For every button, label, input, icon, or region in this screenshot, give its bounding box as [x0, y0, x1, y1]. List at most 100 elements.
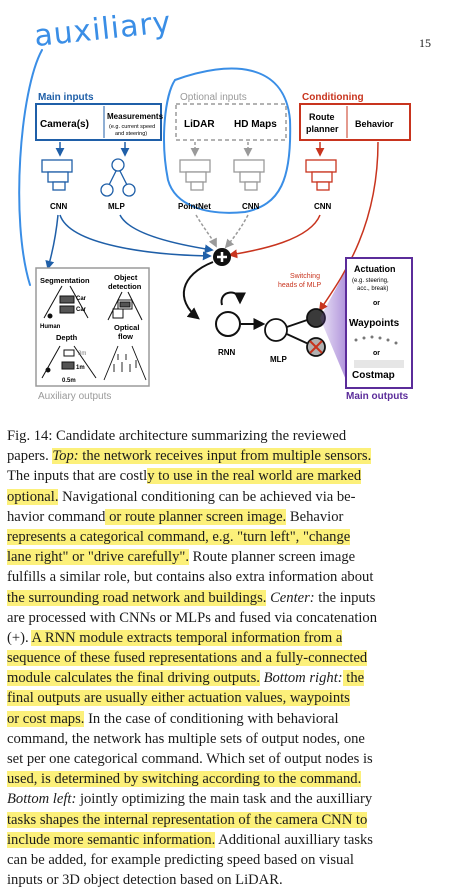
aux-optical-2: flow [118, 332, 133, 341]
switch-label-2: heads of MLP [278, 282, 322, 289]
caption-text: Fig. 14: Candidate architecture summariz… [7, 428, 347, 444]
output-beam [320, 270, 346, 380]
aux-car-a: Car [76, 296, 87, 302]
highlighted-text: y to use in the real world are marked [147, 468, 362, 485]
caption-line: tasks shapes the internal representation… [7, 810, 461, 830]
highlighted-text: module calculates the final driving outp… [7, 670, 260, 687]
optional-inputs-box [175, 103, 287, 141]
input-hdmaps: HD Maps [234, 119, 277, 130]
aux-car-b: Car [76, 307, 87, 313]
highlighted-text: optional. [7, 488, 59, 505]
caption-line: Fig. 14: Candidate architecture summariz… [7, 426, 461, 446]
caption-text: can be added, for example predicting spe… [7, 851, 354, 868]
caption-text: the inputs [314, 589, 376, 606]
caption-text: jointly optimizing the main task and the… [76, 791, 373, 808]
switch-label-1: Switching [290, 273, 320, 280]
caption-line: inputs or 3D object detection based on L… [7, 870, 461, 890]
depth-scene [41, 345, 97, 379]
caption-text: Route planner screen image [188, 549, 356, 566]
architecture-figure: Main inputs Optional inputs Conditioning… [18, 49, 413, 402]
highlighted-text: the [342, 670, 365, 687]
output-actuation: Actuation [354, 264, 396, 274]
encoder-pointnet: PointNet [178, 202, 211, 211]
cnn-icon-optional [233, 159, 265, 191]
highlighted-text: final outputs are usually either actuati… [7, 690, 350, 707]
aux-1m: 1m [76, 365, 85, 371]
caption-text: Navigational conditioning can be achieve… [58, 488, 356, 505]
highlighted-text: sequence of these fused representations … [7, 650, 368, 667]
aux-depth: Depth [56, 333, 78, 342]
caption-text: fulfills a similar role, but contains al… [7, 569, 374, 586]
highlighted-text: lane right" or "drive carefully". [7, 549, 189, 566]
encoder-mlp-1: MLP [108, 202, 126, 211]
caption-line: or cost maps. In the case of conditionin… [7, 709, 461, 729]
handwritten-loop [18, 49, 292, 286]
cnn-icon-conditioning [305, 159, 337, 191]
pointnet-icon [179, 159, 211, 191]
group-main-outputs: Main outputs [346, 391, 409, 402]
highlighted-text: or cost maps. [7, 710, 85, 727]
conditioning-box [299, 103, 411, 141]
group-optional-inputs: Optional inputs [180, 92, 247, 103]
highlighted-text: represents a categorical command, e.g. "… [7, 528, 351, 545]
caption-text: are processed with CNNs or MLPs and fuse… [7, 609, 378, 626]
group-auxiliary-outputs: Auxiliary outputs [38, 391, 111, 402]
caption-line: lane right" or "drive carefully". Route … [7, 547, 461, 567]
output-actuation-sub2: acc., break) [357, 286, 388, 292]
concat-node [213, 248, 231, 266]
caption-text: (+). [7, 629, 32, 646]
segmentation-scene [43, 285, 89, 319]
caption-line: are processed with CNNs or MLPs and fuse… [7, 608, 461, 628]
caption-text: In the case of conditioning with behavio… [84, 710, 339, 727]
caption-text: Center: [270, 589, 315, 606]
output-or-2: or [373, 350, 380, 357]
rnn-node [215, 291, 246, 337]
figure-caption: Fig. 14: Candidate architecture summariz… [7, 426, 461, 890]
aux-3m: 3m [78, 351, 86, 357]
output-waypoints: Waypoints [349, 318, 400, 329]
highlighted-text: A RNN module extracts temporal informati… [31, 629, 343, 646]
caption-text: Additional auxilliary tasks [215, 831, 373, 848]
waypoints-icon [354, 335, 398, 345]
group-main-inputs: Main inputs [38, 92, 94, 103]
aux-optical-1: Optical [114, 323, 139, 332]
caption-line: can be added, for example predicting spe… [7, 850, 461, 870]
input-measurements-sub2: and steering) [115, 131, 147, 137]
output-costmap: Costmap [352, 370, 395, 381]
input-route-1: Route [309, 112, 335, 122]
core-mlp: MLP [270, 355, 288, 364]
caption-text: Bottom left: [7, 791, 77, 808]
output-actuation-sub1: (e.g. steering, [352, 278, 389, 284]
highlighted-text: used, is determined by switching accordi… [7, 771, 362, 788]
costmap-icon [354, 360, 404, 368]
caption-line: The inputs that are costly to use in the… [7, 466, 461, 486]
caption-text: Behavior [286, 508, 344, 525]
object-detection-scene [107, 291, 143, 321]
caption-line: the surrounding road network and buildin… [7, 588, 461, 608]
highlighted-text: include more semantic information. [7, 831, 216, 848]
aux-segmentation: Segmentation [40, 276, 90, 285]
caption-line: used, is determined by switching accordi… [7, 769, 461, 789]
highlighted-text: or route planner screen image. [105, 508, 287, 525]
input-behavior: Behavior [355, 119, 394, 129]
input-route-2: planner [306, 124, 339, 134]
highlighted-text: the surrounding road network and buildin… [7, 589, 267, 606]
encoder-cnn-3: CNN [314, 202, 332, 211]
caption-line: Bottom left: jointly optimizing the main… [7, 789, 461, 809]
highlighted-text: the network receives input from multiple… [78, 448, 372, 465]
mlp-head [264, 308, 326, 357]
caption-text: inputs or 3D object detection based on L… [7, 872, 283, 889]
aux-object-2: detection [108, 282, 142, 291]
caption-line: module calculates the final driving outp… [7, 668, 461, 688]
caption-line: represents a categorical command, e.g. "… [7, 527, 461, 547]
caption-line: sequence of these fused representations … [7, 648, 461, 668]
caption-line: optional. Navigational conditioning can … [7, 487, 461, 507]
output-or-1: or [373, 300, 380, 307]
input-measurements: Measurements [107, 112, 164, 121]
caption-line: papers. Top: the network receives input … [7, 446, 461, 466]
caption-text: havior command [7, 508, 106, 525]
cnn-icon-main [41, 159, 73, 191]
aux-05m: 0.5m [62, 378, 76, 384]
mlp-icon [100, 158, 136, 197]
